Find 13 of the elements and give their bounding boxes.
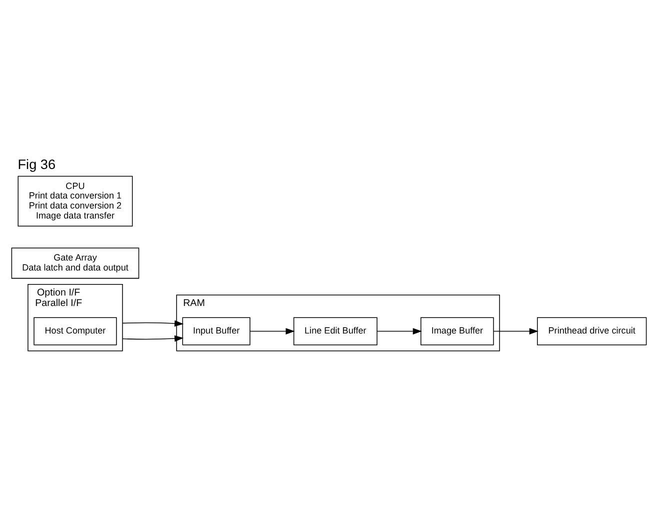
node-box: Line Edit Buffer [293, 317, 378, 346]
arrow [376, 328, 422, 334]
arrow [250, 328, 295, 334]
node-box: CPU Print data conversion 1 Print data conversion 2 Image data transfer [18, 176, 133, 226]
arrow [122, 335, 184, 342]
diagram-title: Fig 36 [18, 156, 56, 172]
arrow [493, 328, 538, 334]
node-box: Host Computer [34, 317, 117, 346]
node-box: Input Buffer [182, 317, 250, 346]
node-box: Image Buffer [420, 317, 494, 346]
node-box: Printhead drive circuit [537, 317, 647, 346]
arrow [122, 320, 184, 327]
node-box: Gate Array Data latch and data output [11, 248, 140, 279]
